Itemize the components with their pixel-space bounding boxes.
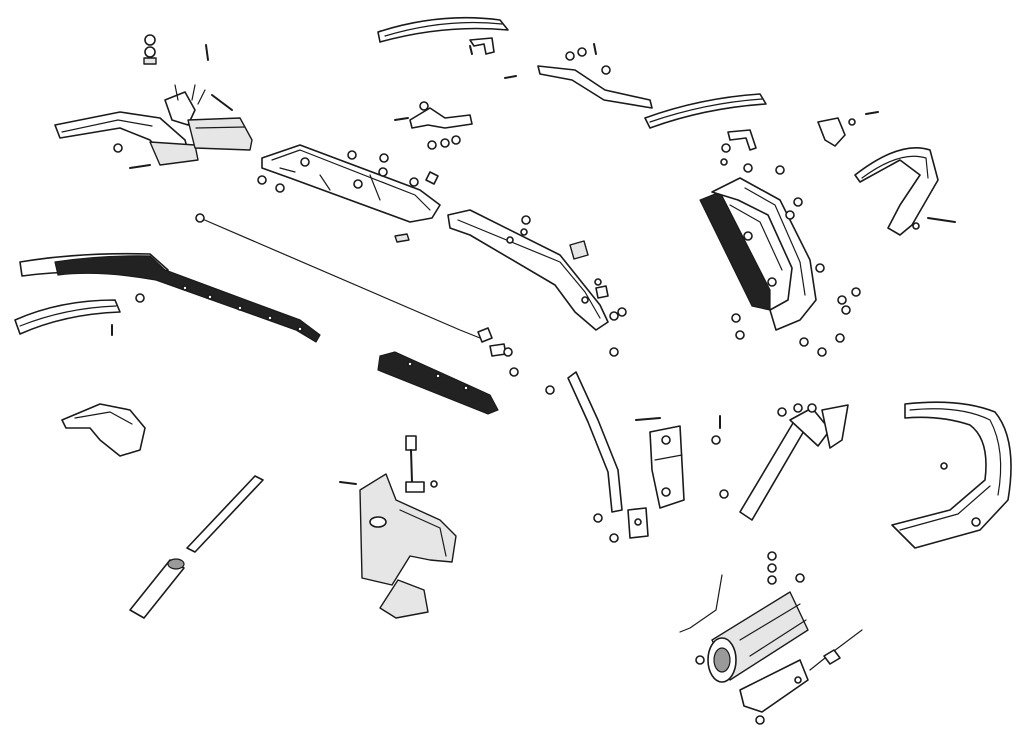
link-arm-small [394, 101, 473, 150]
hose-line-right [809, 629, 863, 671]
hose-line-left [679, 574, 723, 665]
frame-fasteners-right [731, 163, 861, 357]
lower-bow-left [14, 293, 145, 336]
hydraulic-ram [739, 403, 849, 521]
weatherstrip-short [377, 351, 499, 415]
pump-mounting-plate [739, 659, 809, 725]
gas-strut [129, 475, 264, 619]
pump-fittings-top [767, 551, 805, 585]
pump-motor-assembly [707, 591, 809, 683]
roof-bow-top [377, 16, 509, 43]
rear-quarter-trim-right [891, 401, 1012, 549]
latch-mechanism [164, 84, 206, 126]
latch-bracket-plate [187, 117, 253, 151]
curved-linkage-arm [545, 371, 623, 543]
front-header-rail-left [54, 111, 199, 166]
rear-frame-c-section [699, 177, 817, 331]
rail-fasteners-rear [520, 215, 627, 357]
side-rail-rear-center [447, 209, 609, 331]
rail-fasteners-center [257, 150, 439, 243]
ram-fasteners [711, 415, 729, 499]
wedge-block [379, 579, 429, 619]
front-bow-weatherstrip [19, 252, 321, 343]
bow-bracket-top [469, 37, 517, 79]
switch-lever [405, 435, 438, 493]
corner-trim-left [61, 403, 146, 457]
mounting-bracket-panel [339, 473, 457, 586]
hinge-bracket-right [817, 111, 879, 147]
roof-bow-upper-right [644, 93, 767, 129]
tension-cable [195, 213, 519, 377]
rear-bow-right [854, 147, 956, 236]
side-rail-front-center [261, 144, 441, 223]
hardware-nuts-topleft [113, 34, 233, 169]
upper-link-arm [537, 43, 653, 109]
bow-bracket-right [720, 129, 757, 166]
pivot-bracket-assembly [627, 417, 685, 539]
